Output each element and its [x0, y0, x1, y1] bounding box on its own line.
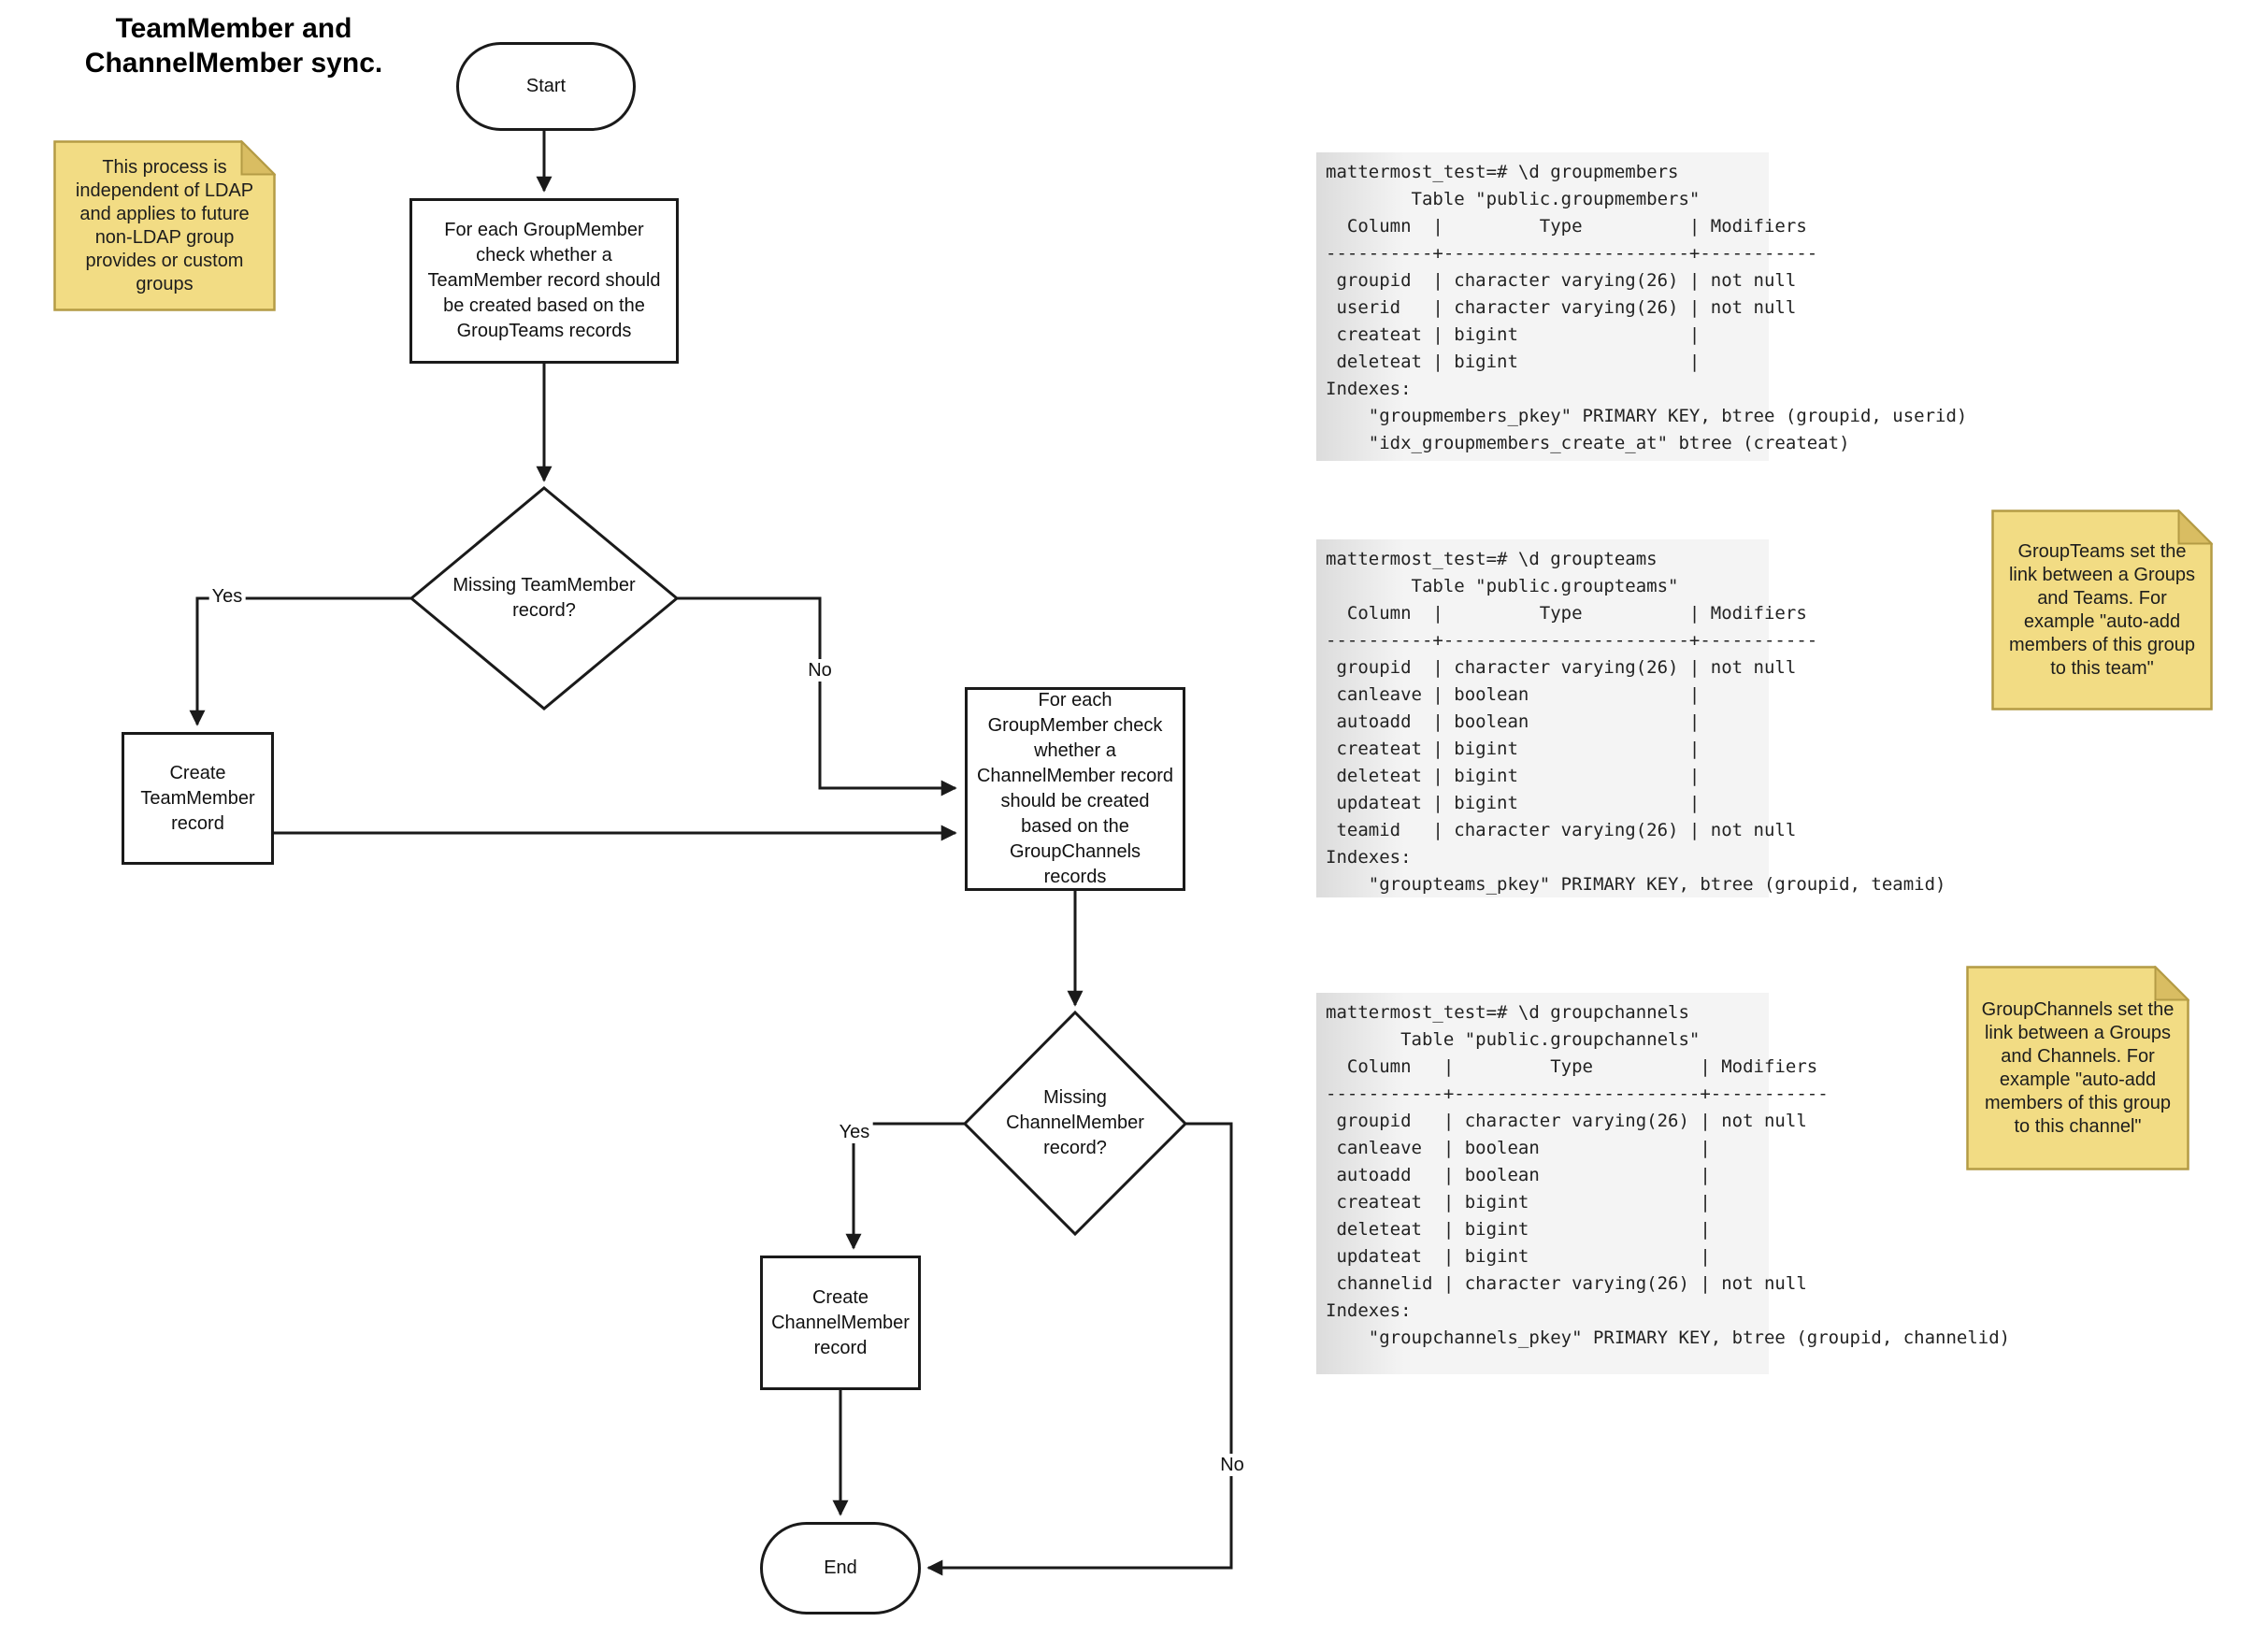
sticky-note-groupteams-text: GroupTeams set the link between a Groups…: [2008, 540, 2195, 679]
psql-output-groupmembers: mattermost_test=# \d groupmembers Table …: [1316, 152, 1967, 461]
decision-missing-channelmember: Missing ChannelMember record?: [965, 1012, 1185, 1234]
sticky-note-groupchannels-text: GroupChannels set the link between a Gro…: [1981, 998, 2175, 1137]
start-node: Start: [456, 42, 636, 131]
create-teammember-node: Create TeamMember record: [122, 732, 274, 865]
psql-output-groupchannels: mattermost_test=# \d groupchannels Table…: [1316, 993, 2010, 1374]
sticky-note-shape: [53, 140, 276, 311]
decision-missing-teammember: Missing TeamMember record?: [411, 488, 677, 709]
sticky-note-shape: [1991, 509, 2213, 710]
create-channelmember-node: Create ChannelMember record: [760, 1256, 921, 1390]
edge-label-no-channelmember: No: [1217, 1454, 1247, 1476]
decision-missing-teammember-label: Missing TeamMember record?: [452, 575, 636, 621]
psql-output-groupteams: mattermost_test=# \d groupteams Table "p…: [1316, 539, 1945, 897]
process-channelmember-check-label: For each GroupMember check whether a Cha…: [976, 690, 1174, 887]
sticky-note-ldap-text: This process is independent of LDAP and …: [75, 156, 254, 294]
edge-label-yes-teammember: Yes: [208, 585, 246, 608]
edge-decision-team-no: [677, 596, 957, 796]
edge-label-yes-channelmember: Yes: [836, 1121, 873, 1143]
page-title: TeamMember and ChannelMember sync.: [84, 13, 383, 79]
sticky-note-groupchannels: GroupChannels set the link between a Gro…: [1966, 966, 2189, 1170]
process-teammember-check-node: For each GroupMember check whether a Tea…: [409, 198, 679, 364]
edge-label-no-teammember: No: [805, 659, 835, 682]
process-teammember-check-label: For each GroupMember check whether a Tea…: [427, 220, 661, 341]
end-node: End: [760, 1522, 921, 1614]
sticky-note-ldap: This process is independent of LDAP and …: [53, 140, 276, 311]
sticky-note-shape: [1966, 966, 2189, 1170]
start-node-label: Start: [525, 76, 567, 96]
create-teammember-label: Create TeamMember record: [140, 762, 255, 834]
decision-missing-channelmember-label: Missing ChannelMember record?: [1006, 1087, 1144, 1158]
end-node-label: End: [824, 1557, 857, 1578]
create-channelmember-label: Create ChannelMember record: [771, 1286, 910, 1358]
sticky-note-groupteams: GroupTeams set the link between a Groups…: [1991, 509, 2213, 710]
process-channelmember-check-node: For each GroupMember check whether a Cha…: [965, 687, 1185, 891]
edge-decision-team-yes: [189, 596, 411, 726]
